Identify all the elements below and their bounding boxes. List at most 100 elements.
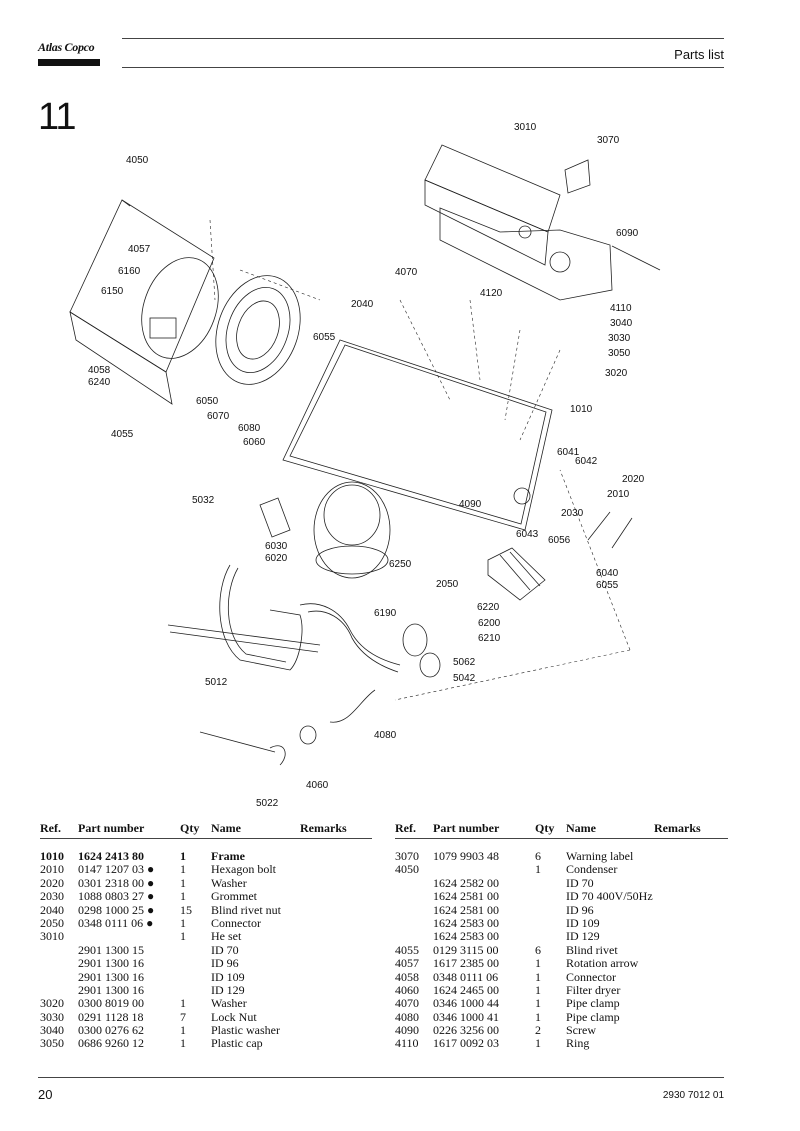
cell-ref: 4080 [395, 1009, 419, 1024]
cell-ref: 4090 [395, 1023, 419, 1038]
cell-name: ID 70 [566, 875, 594, 890]
cell-name: Warning label [566, 849, 634, 863]
cell-name: ID 109 [211, 969, 245, 984]
column-header-qty: Qty [535, 821, 555, 835]
table-header-row: Ref. Part number Qty Name Remarks [395, 821, 728, 835]
callout-label: 6030 [265, 541, 288, 552]
cell-qty: 1 [180, 929, 186, 944]
cell-ref: 3030 [40, 1009, 64, 1024]
cell-ref: 4070 [395, 996, 419, 1011]
cell-part-number: 1617 2385 00 [433, 956, 499, 971]
callout-label: 6040 [596, 568, 619, 579]
column-header-part-number: Part number [78, 821, 145, 835]
callout-label: 6043 [516, 529, 539, 540]
table-row: 1624 2583 00 ID 129 [395, 929, 728, 944]
callout-label: 3010 [514, 122, 537, 133]
column-header-ref: Ref. [395, 821, 416, 835]
frame-plate [282, 339, 553, 531]
column-header-remarks: Remarks [654, 821, 701, 835]
cell-name: Blind rivet nut [211, 902, 281, 917]
callout-label: 2010 [607, 489, 630, 500]
cell-part-number: 0348 0111 06 [433, 969, 499, 984]
cell-part-number: 2901 1300 16 [78, 969, 144, 984]
cell-ref: 3020 [40, 996, 64, 1011]
capillary-tube [199, 731, 276, 753]
cell-qty: 1 [535, 996, 541, 1011]
cell-qty: 1 [180, 915, 186, 930]
cell-ref: 4050 [395, 862, 419, 877]
callout-label: 3030 [608, 333, 631, 344]
callout-label: 6041 [557, 447, 580, 458]
cell-name: Lock Nut [211, 1009, 257, 1024]
callout-label: 4090 [459, 499, 482, 510]
cell-name: Rotation arrow [566, 956, 639, 971]
callout-label: 6250 [389, 559, 412, 570]
cell-name: Screw [566, 1023, 596, 1038]
cell-name: Hexagon bolt [211, 862, 276, 877]
cell-ref: 4110 [395, 1036, 419, 1051]
cell-name: Connector [211, 915, 261, 930]
cell-qty: 1 [535, 1009, 541, 1024]
callout-label: 6150 [101, 286, 124, 297]
cell-qty: 1 [180, 849, 186, 863]
cell-part-number: 0300 8019 00 [78, 996, 144, 1011]
compressor [313, 481, 391, 579]
callout-label: 6050 [196, 396, 219, 407]
cell-part-number: 0346 1000 44 [433, 996, 499, 1011]
callout-label: 3050 [608, 348, 631, 359]
header-underline [40, 838, 372, 839]
callout-label: 3040 [610, 318, 633, 329]
cell-part-number: 0291 1128 18 [78, 1009, 144, 1024]
cell-name: ID 129 [566, 929, 600, 944]
cell-name: ID 96 [566, 902, 594, 917]
section-number: 11 [38, 96, 76, 138]
callout-label: 6042 [575, 456, 598, 467]
cell-part-number: 1624 2581 00 [433, 902, 499, 917]
cell-ref: 2020 [40, 875, 64, 890]
cell-part-number: 1624 2583 00 [433, 929, 499, 944]
callout-label: 2020 [622, 474, 645, 485]
cell-name: Ring [566, 1036, 590, 1051]
cell-ref: 1010 [40, 849, 64, 863]
callout-label: 6090 [616, 228, 639, 239]
callout-label: 4080 [374, 730, 397, 741]
cell-name: Plastic cap [211, 1036, 263, 1051]
cell-part-number: 0147 1207 03 ● [78, 862, 155, 877]
cell-name: Frame [211, 849, 245, 863]
grommet-2030 [513, 487, 531, 505]
callout-label: 5032 [192, 495, 215, 506]
cell-part-number: 1617 0092 03 [433, 1036, 499, 1051]
cell-part-number: 1079 9903 48 [433, 849, 499, 863]
cell-part-number: 0348 0111 06 ● [78, 915, 154, 930]
warning-label-shape [564, 159, 591, 194]
cell-part-number: 0300 0276 62 [78, 1023, 144, 1038]
cell-ref: 2040 [40, 902, 64, 917]
cell-ref: 3070 [395, 849, 419, 863]
callout-label: 5042 [453, 673, 476, 684]
callout-label: 4060 [306, 780, 329, 791]
cell-name: Filter dryer [566, 982, 621, 997]
callout-label: 6070 [207, 411, 230, 422]
diagram-drawing [69, 144, 661, 766]
cell-qty: 1 [535, 982, 541, 997]
header-rule-bottom [122, 67, 724, 68]
callout-label: 6220 [477, 602, 500, 613]
heat-exchanger-body [439, 207, 613, 301]
callout-label: 4050 [126, 155, 149, 166]
callout-label: 2050 [436, 579, 459, 590]
cell-name: ID 70 [211, 942, 239, 957]
cell-name: Condenser [566, 862, 618, 877]
cell-ref: 3040 [40, 1023, 64, 1038]
